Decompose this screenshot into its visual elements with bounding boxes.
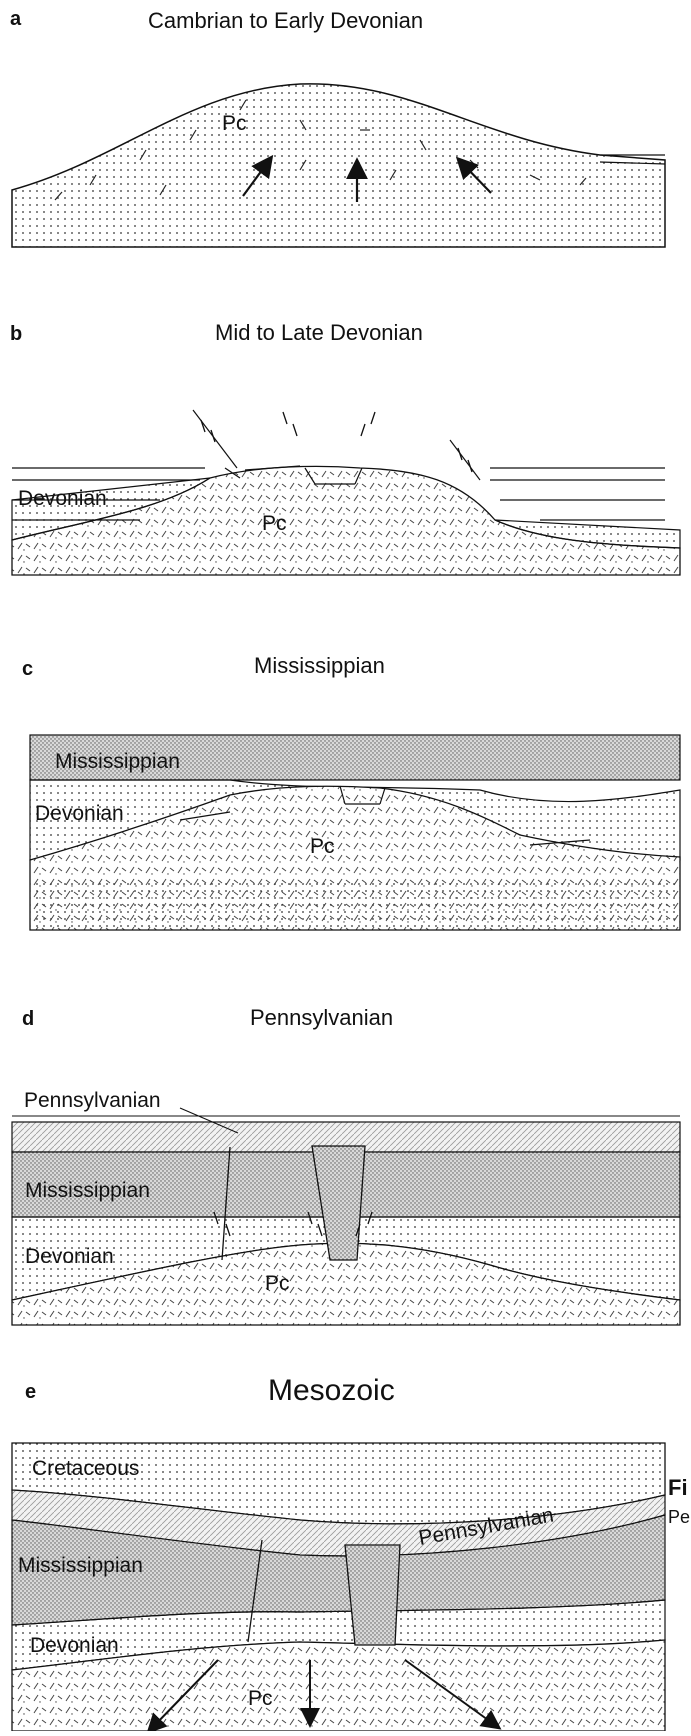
pc-label-a: Pc <box>222 112 247 135</box>
mississippian-label-e: Mississippian <box>18 1554 143 1577</box>
devonian-label-d: Devonian <box>25 1245 114 1268</box>
edge-fragment-pe: Pe <box>668 1507 690 1527</box>
panel-a-letter: a <box>10 8 22 30</box>
fault-arrows-b-icon <box>201 412 472 472</box>
panel-e-letter: e <box>25 1381 36 1403</box>
panel-c: c Mississippian Mississippian Devonian P… <box>22 653 680 930</box>
devonian-label-e: Devonian <box>30 1634 119 1657</box>
devonian-label-c: Devonian <box>35 802 124 825</box>
precambrian-basement <box>12 84 665 247</box>
mississippian-label-d: Mississippian <box>25 1179 150 1202</box>
panel-a-title: Cambrian to Early Devonian <box>148 8 423 33</box>
precambrian-basement-b <box>12 466 680 575</box>
pc-label-b: Pc <box>262 512 287 535</box>
panel-e: e Mesozoic Cretaceous Pennsylvanian Miss… <box>12 1374 665 1731</box>
pc-label-c: Pc <box>310 835 335 858</box>
panel-b-letter: b <box>10 323 22 345</box>
edge-fragment-fig: Fi <box>668 1475 688 1500</box>
mississippian-label-c: Mississippian <box>55 750 180 773</box>
panel-a: a Cambrian to Early Devonian Pc <box>10 8 665 247</box>
panel-b-title: Mid to Late Devonian <box>215 320 423 345</box>
graben-block-e <box>345 1545 400 1645</box>
panel-c-letter: c <box>22 658 33 680</box>
cretaceous-label-e: Cretaceous <box>32 1457 139 1480</box>
panel-d: d Pennsylvanian Pennsylvanian Mississipp… <box>12 1005 680 1325</box>
devonian-label-b: Devonian <box>18 487 107 510</box>
panel-d-title: Pennsylvanian <box>250 1005 393 1030</box>
panel-d-letter: d <box>22 1008 34 1030</box>
panel-b: b Mid to Late Devonian Devonian Pc <box>10 320 680 575</box>
pc-label-e: Pc <box>248 1687 273 1710</box>
pc-label-d: Pc <box>265 1272 290 1295</box>
pennsylvanian-label-d: Pennsylvanian <box>24 1089 161 1112</box>
panel-c-title: Mississippian <box>254 653 385 678</box>
panel-e-title: Mesozoic <box>268 1374 395 1407</box>
